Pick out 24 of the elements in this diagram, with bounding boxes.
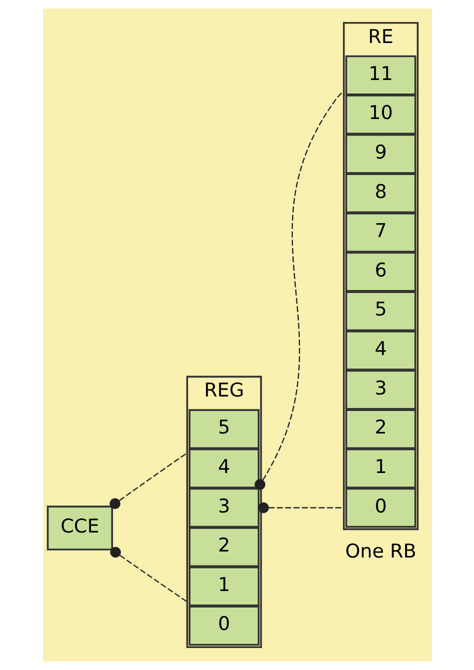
node-box: 9 xyxy=(344,134,416,174)
node-box: CCE xyxy=(46,506,112,550)
node-box: 1 xyxy=(344,448,416,488)
node-box: 3 xyxy=(188,488,260,528)
node-box: 2 xyxy=(344,409,416,450)
node-box: 3 xyxy=(344,370,416,410)
node-box: 11 xyxy=(344,55,416,96)
node-box: 8 xyxy=(344,173,416,214)
node-box: 5 xyxy=(344,291,416,332)
node-box: 1 xyxy=(188,566,260,606)
node-box: 2 xyxy=(188,527,260,568)
node-box: 6 xyxy=(344,252,416,292)
node-box: 5 xyxy=(188,409,260,450)
node-box: 0 xyxy=(188,606,260,646)
node-box: 4 xyxy=(188,448,260,488)
connector xyxy=(109,452,187,510)
node-box: 0 xyxy=(344,488,416,528)
connector xyxy=(110,546,187,602)
connector xyxy=(254,90,344,490)
node-box: 10 xyxy=(344,94,416,135)
node-box: 7 xyxy=(344,212,416,252)
connector xyxy=(258,502,344,514)
node-box: 4 xyxy=(344,330,416,370)
label: One RB xyxy=(344,540,416,563)
